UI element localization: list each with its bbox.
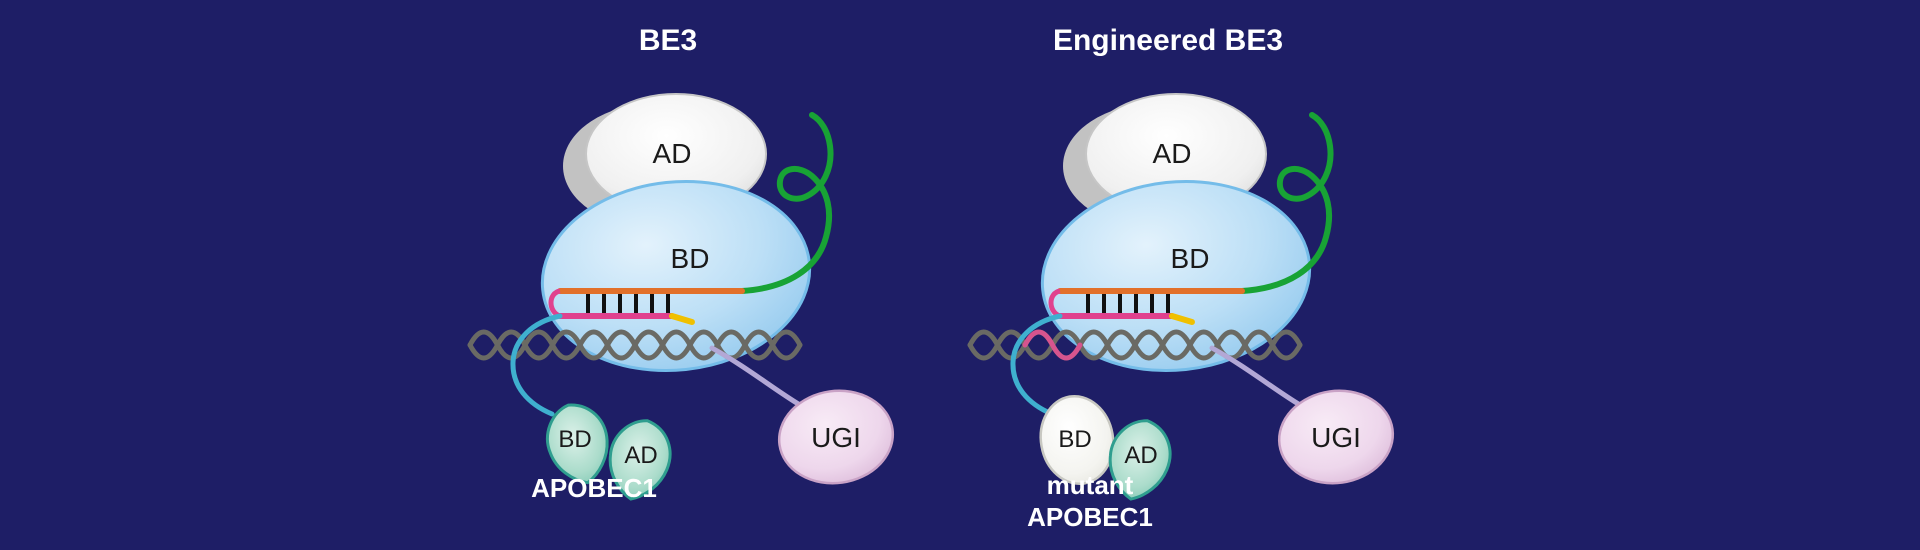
apobec-complex-label: APOBEC1 — [531, 473, 657, 503]
apobec-ad-label: AD — [624, 442, 657, 469]
basepair-rungs — [586, 294, 670, 313]
mutant-label-line2: APOBEC1 — [1027, 502, 1153, 532]
engineered-be3-diagram: Engineered BE3 AD BD — [967, 24, 1395, 532]
bd-domain-label: BD — [1171, 243, 1210, 274]
ugi-shape — [777, 389, 895, 485]
ad-domain-label: AD — [1153, 138, 1192, 169]
apobec-linker — [1010, 313, 1063, 417]
pam-segment — [669, 313, 695, 325]
edited-helix-segment — [1022, 329, 1083, 361]
apobec-bd-label: BD — [558, 426, 591, 453]
ad-domain-label: AD — [653, 138, 692, 169]
sgrna-loop — [1239, 112, 1334, 294]
mutant-label-line1: mutant — [1047, 470, 1134, 500]
be3-title: BE3 — [639, 24, 697, 57]
ugi-label: UGI — [811, 422, 861, 453]
apobec-bd-label: BD — [1058, 426, 1091, 453]
ugi-linker — [1209, 345, 1303, 408]
sgrna-loop — [739, 112, 834, 294]
ugi-label: UGI — [1311, 422, 1361, 453]
be3-diagram: BE3 AD BD — [467, 24, 895, 503]
apobec-linker — [510, 313, 563, 417]
apobec-ad-leaf — [608, 419, 672, 501]
bd-domain-label: BD — [671, 243, 710, 274]
apobec-ad-leaf — [1108, 419, 1172, 501]
pam-segment — [1169, 313, 1195, 325]
engineered-be3-title: Engineered BE3 — [1053, 24, 1283, 57]
basepair-rungs — [1086, 294, 1170, 313]
apobec-bd-leaf — [546, 403, 609, 485]
ugi-shape — [1277, 389, 1395, 485]
apobec-ad-label: AD — [1124, 442, 1157, 469]
mutant-apobec-bd-shape — [1039, 394, 1115, 486]
ugi-linker — [709, 345, 803, 408]
dna-helix — [467, 329, 803, 361]
